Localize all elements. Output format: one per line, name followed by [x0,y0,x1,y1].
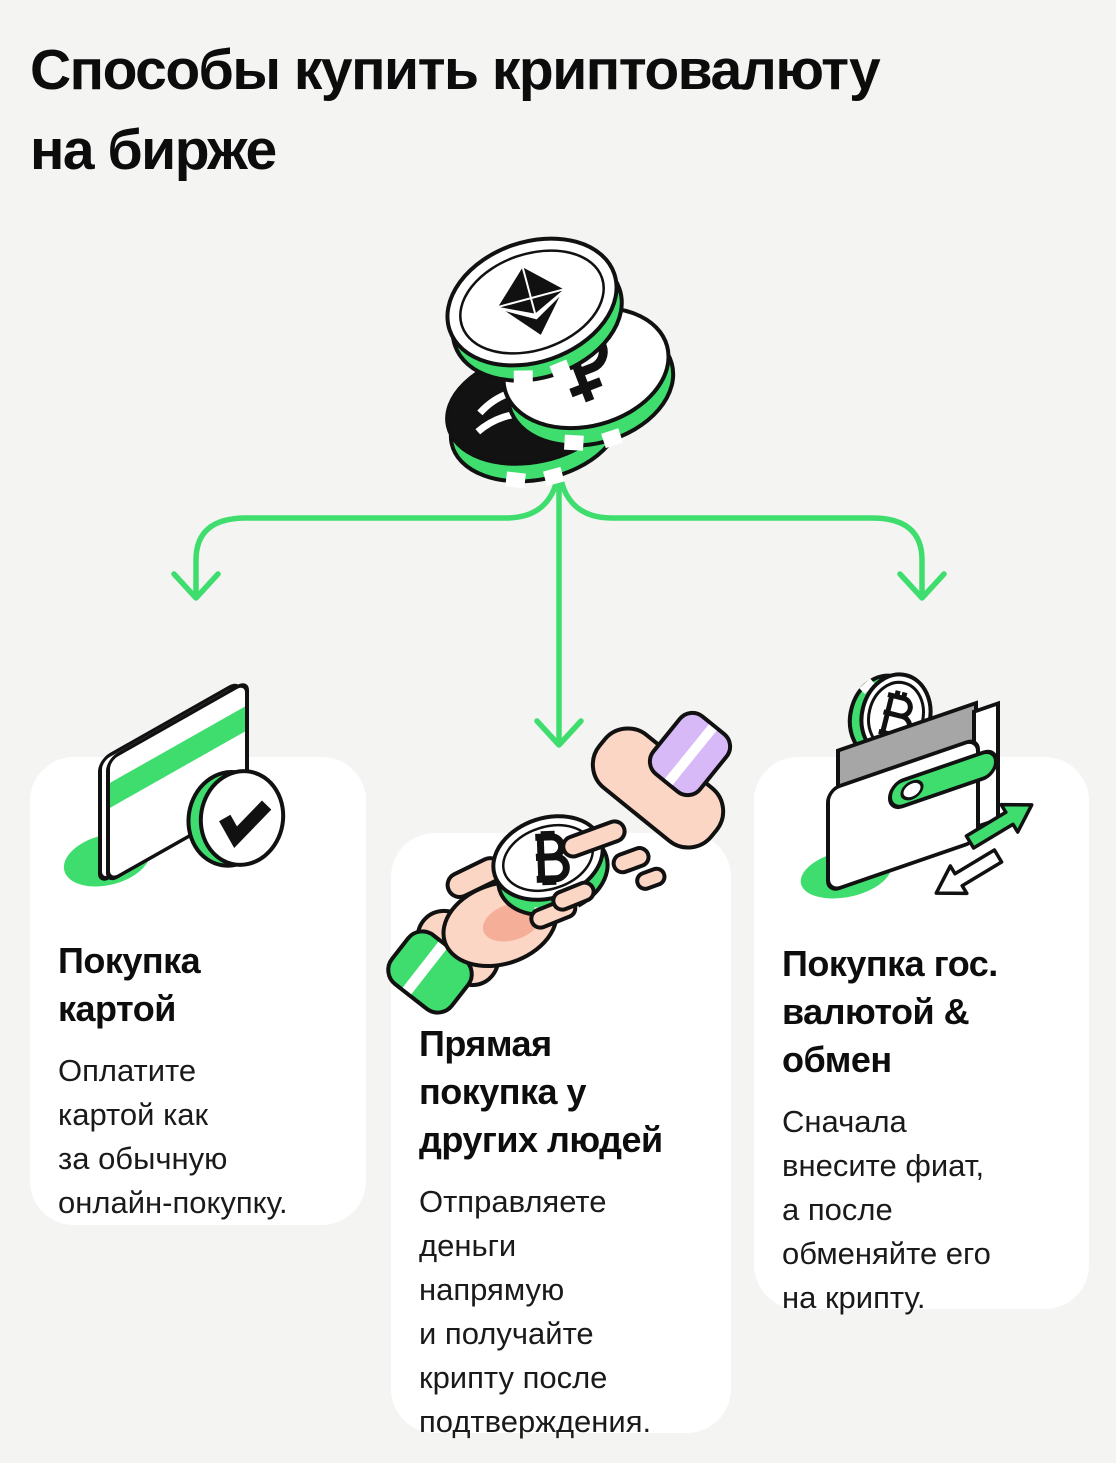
wallet-fiat-exchange-icon [800,672,1034,899]
check-coin [186,769,286,868]
card-buy-with-card: Покупка картой Оплатите картой как за об… [30,757,366,1225]
ethereum-coin [445,236,624,386]
card-fiat-exchange: Покупка гос. валютой & обмен Сначала вне… [754,757,1089,1315]
hands-coin-exchange-icon [386,710,733,1015]
credit-card [98,683,249,881]
finger [551,880,596,912]
curled-finger [611,846,651,875]
arrowhead-left [171,571,221,601]
arrow-down-icon [934,848,1004,896]
page-title: Способы купить криптовалюту на бирже [30,38,881,182]
check-mark [219,800,272,848]
card-check-icon [63,683,286,887]
crypto-coins-stack-icon [445,236,676,489]
arrow-right [556,457,925,599]
purple-cuff [647,710,733,798]
card-body: Оплатите картой как за обычную онлайн-по… [58,1053,288,1220]
card-body: Отправляете деньги напрямую и получайте … [419,1184,652,1439]
arrow-left [193,457,562,599]
curled-finger [635,866,667,891]
card-body: Сначала внесите фиат, а после обменяйте … [782,1104,991,1315]
strap-hole [900,779,924,801]
arrowhead-center [534,718,584,748]
card-title: Покупка гос. валютой & обмен [782,943,998,1080]
bitcoin-symbol [535,830,570,886]
card-title: Покупка картой [58,940,201,1029]
wallet [826,700,1000,891]
card-title: Прямая покупка у других людей [419,1023,663,1160]
arrow-up-icon [964,802,1034,850]
index-finger [561,819,627,859]
arrowhead-right [897,571,947,601]
